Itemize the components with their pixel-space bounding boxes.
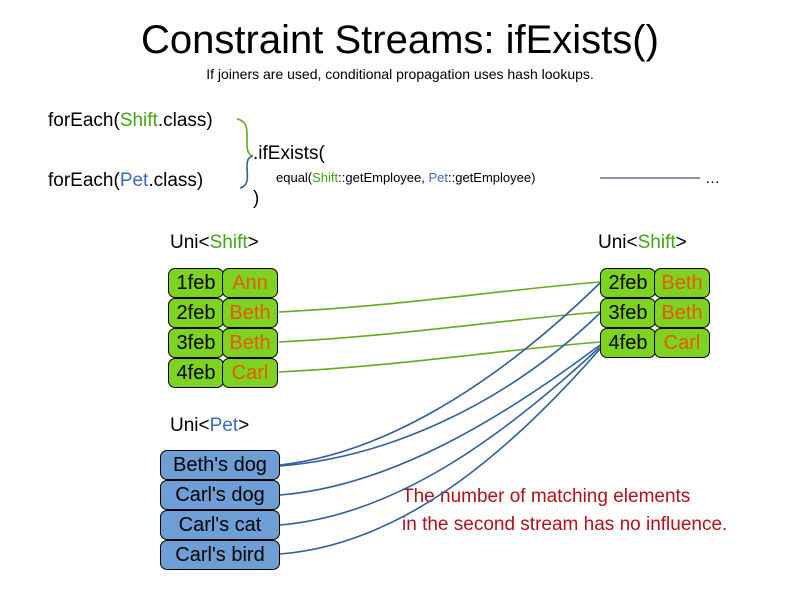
code-close-paren: ) [253,188,260,209]
code-type-pet: Pet [119,170,149,191]
code-equal-joiner: equal(Shift::getEmployee, Pet::getEmploy… [276,170,535,185]
table-row[interactable]: 1feb Ann [168,268,278,298]
wire-pet-carls-dog-4feb [279,344,601,496]
shift-date: 3feb [600,298,656,328]
wire-shift-2feb [278,281,601,313]
brace-pet-curve [239,155,254,189]
pet-name: Carl's dog [160,480,280,510]
code-foreach-pet: forEach(Pet.class) [48,170,203,192]
table-row[interactable]: 4feb Carl [168,358,278,388]
stream-label-right-shift: Uni<Shift> [598,232,687,254]
uni-prefix: Uni< [170,415,210,436]
shift-employee: Carl [222,358,278,388]
code-foreach-pet-prefix: forEach( [48,170,120,191]
right-shift-stream: 2feb Beth 3feb Beth 4feb Carl [600,268,710,358]
uni-prefix: Uni< [170,232,210,253]
page-title: Constraint Streams: ifExists() [141,18,659,62]
code-foreach-shift: forEach(Shift.class) [48,110,213,132]
annotation-line-2: in the second stream has no influence. [402,513,728,535]
code-equal-shift-type: Shift [312,170,339,185]
stream-label-left-pet: Uni<Pet> [170,415,249,437]
code-ifexists-call: .ifExists( [253,143,325,164]
shift-date: 4feb [600,328,656,358]
code-equal-prefix: equal( [276,170,313,185]
list-item[interactable]: Beth's dog [160,450,280,480]
shift-date: 1feb [168,268,224,298]
uni-suffix: > [238,415,250,436]
table-row[interactable]: 3feb Beth [168,328,278,358]
code-type-shift: Shift [119,110,158,131]
shift-employee: Beth [654,298,710,328]
left-shift-stream: 1feb Ann 2feb Beth 3feb Beth 4feb Carl [168,268,278,388]
table-row[interactable]: 2feb Beth [168,298,278,328]
shift-date: 2feb [600,268,656,298]
code-equal-left-ref: ::getEmployee, [338,170,429,185]
code-equal-pet-type: Pet [428,170,448,185]
shift-employee: Carl [654,328,710,358]
uni-prefix: Uni< [598,232,638,253]
shift-date: 4feb [168,358,224,388]
shift-date: 2feb [168,298,224,328]
shift-employee: Beth [654,268,710,298]
shift-date: 3feb [168,328,224,358]
code-foreach-shift-suffix: .class) [157,110,213,131]
pet-name: Carl's bird [160,540,280,570]
list-item[interactable]: Carl's bird [160,540,280,570]
shift-employee: Beth [222,298,278,328]
shift-employee: Ann [222,268,278,298]
page-subtitle: If joiners are used, conditional propaga… [206,66,594,82]
pet-name: Carl's cat [160,510,280,540]
code-foreach-pet-suffix: .class) [148,170,204,191]
list-item[interactable]: Carl's cat [160,510,280,540]
pet-name: Beth's dog [160,450,280,480]
wire-shift-4feb [278,341,601,373]
uni-suffix: > [675,232,687,253]
wire-pet-beths-dog-3feb [279,312,601,467]
table-row[interactable]: 4feb Carl [600,328,710,358]
annotation-note: The number of matching elements in the s… [402,483,727,538]
uni-type: Pet [209,415,239,436]
uni-type: Shift [637,232,676,253]
table-row[interactable]: 3feb Beth [600,298,710,328]
code-foreach-shift-prefix: forEach( [48,110,120,131]
annotation-line-1: The number of matching elements [402,486,691,507]
left-pet-stream: Beth's dog Carl's dog Carl's cat Carl's … [160,450,280,570]
code-equal-right-ref: ::getEmployee) [448,170,536,185]
uni-suffix: > [247,232,259,253]
list-item[interactable]: Carl's dog [160,480,280,510]
table-row[interactable]: 2feb Beth [600,268,710,298]
brace-shift-curve [236,118,254,157]
wire-pet-beths-dog-2feb [279,282,601,466]
uni-type: Shift [209,232,248,253]
code-ellipsis: … [705,170,720,187]
shift-employee: Beth [222,328,278,358]
stream-label-left-shift: Uni<Shift> [170,232,259,254]
wire-shift-3feb [278,311,601,343]
